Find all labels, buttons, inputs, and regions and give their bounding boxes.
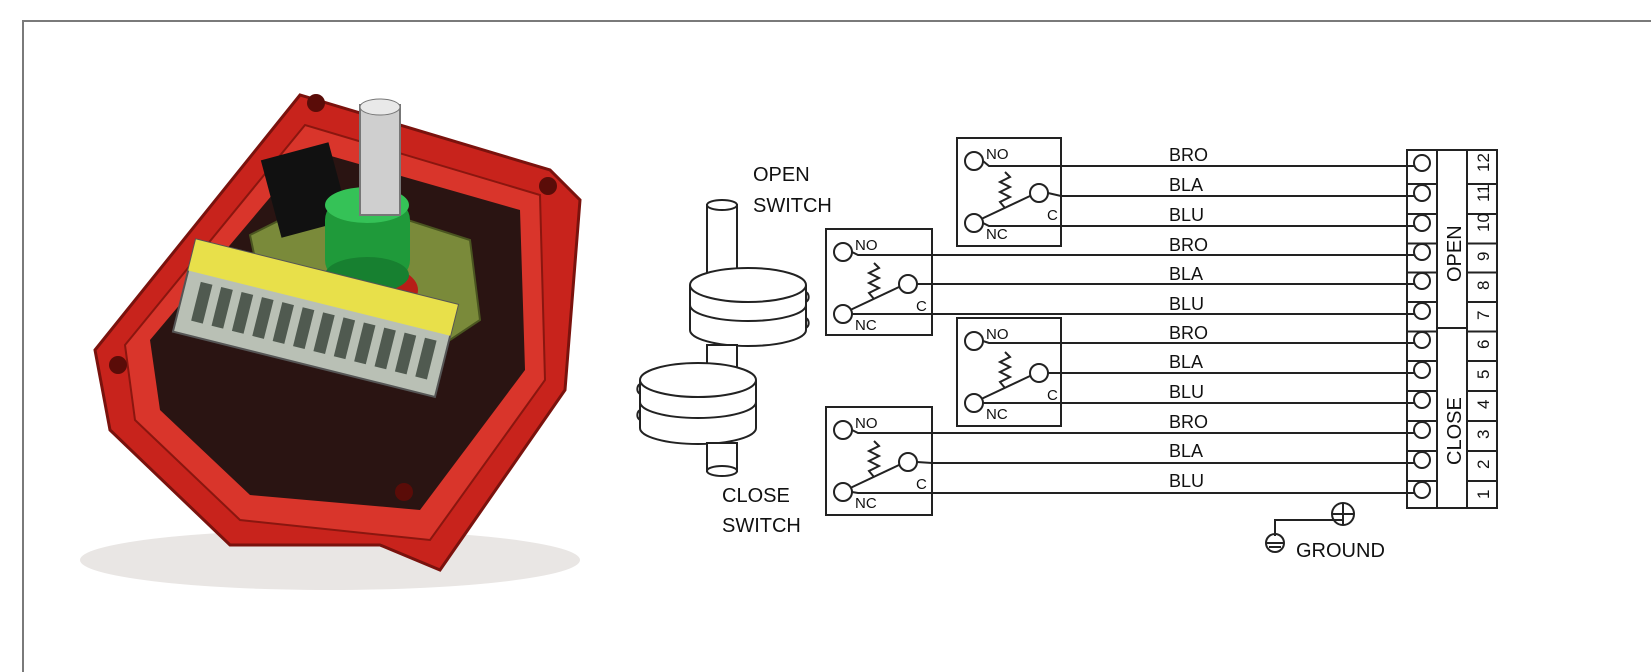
wire-color-label: BLU: [1169, 471, 1204, 491]
terminal-screw: [1413, 421, 1431, 439]
switch-box-photo: [80, 93, 582, 590]
c-label: C: [916, 298, 927, 315]
common-contact: [898, 274, 918, 294]
terminal-screw: [1413, 451, 1431, 469]
wire-color-label: BLA: [1169, 352, 1203, 372]
wire-color-label: BRO: [1169, 235, 1208, 255]
wire: [851, 251, 1418, 256]
no-label: NO: [986, 326, 1009, 343]
figure-frame: [22, 20, 1651, 672]
spring: [866, 440, 882, 478]
wire-color-label: BLA: [1169, 441, 1203, 461]
common-contact: [1029, 363, 1049, 383]
spring: [997, 351, 1013, 389]
wire-color-label: BRO: [1169, 412, 1208, 432]
nc-label: NC: [986, 226, 1008, 243]
wire-color-label: BLU: [1169, 205, 1204, 225]
terminal-number: 11: [1474, 184, 1493, 202]
terminal-number: 9: [1474, 252, 1493, 261]
c-label: C: [1047, 207, 1058, 224]
open-switch-label-line1: OPEN: [753, 164, 810, 186]
switch-box: [825, 228, 933, 336]
terminal-screw: [1413, 391, 1431, 409]
no-contact: [833, 242, 853, 262]
no-contact: [964, 151, 984, 171]
terminal-number: 12: [1474, 153, 1493, 172]
terminal-screw: [1413, 361, 1431, 379]
nc-contact: [833, 304, 853, 324]
nc-label: NC: [855, 495, 877, 512]
terminal-screw: [1413, 481, 1431, 499]
wires: BRO BLA BLU BRO BLA BLU BRO BLA BLU BRO BLA BLU: [851, 145, 1418, 494]
lever: [845, 464, 900, 491]
micro-switch-3: NO C NC: [956, 317, 1062, 427]
terminal-screw: [1413, 243, 1431, 261]
nc-contact: [964, 213, 984, 233]
open-group-label: OPEN: [1444, 225, 1466, 282]
terminal-strip: [1406, 149, 1498, 509]
nc-label: NC: [986, 406, 1008, 423]
open-switch-label-line2: SWITCH: [753, 195, 832, 217]
terminal-screw: [1413, 184, 1431, 202]
terminal-screw: [1413, 214, 1431, 232]
wire: [916, 461, 1418, 464]
common-contact: [1029, 183, 1049, 203]
terminal-number: 2: [1474, 460, 1493, 469]
wire: [851, 491, 1418, 494]
switch-box: [825, 406, 933, 516]
micro-switches: NO C NC NO C NC NO C NC NO C NC: [825, 137, 1062, 516]
terminal-number: 8: [1474, 281, 1493, 290]
no-contact: [833, 420, 853, 440]
terminal-number: 3: [1474, 430, 1493, 439]
spring: [997, 171, 1013, 209]
lever: [976, 195, 1031, 222]
spring: [866, 262, 882, 300]
no-label: NO: [855, 237, 878, 254]
wire: [851, 429, 1418, 434]
terminal-screw: [1413, 302, 1431, 320]
lever: [845, 286, 900, 313]
terminal-screw: [1413, 331, 1431, 349]
wire-color-label: BRO: [1169, 145, 1208, 165]
c-label: C: [1047, 387, 1058, 404]
terminal-number: 1: [1474, 490, 1493, 499]
wire-color-label: BLA: [1169, 175, 1203, 195]
close-switch-label-line1: CLOSE: [722, 485, 790, 507]
ground-symbol: [1265, 502, 1355, 553]
wire: [982, 160, 1418, 167]
no-label: NO: [986, 146, 1009, 163]
terminal-screw: [1413, 154, 1431, 172]
terminal-number: 4: [1474, 400, 1493, 409]
terminal-number: 10: [1474, 213, 1493, 232]
switch-box: [956, 137, 1062, 247]
wire-color-label: BLA: [1169, 264, 1203, 284]
micro-switch-2: NO C NC: [825, 228, 933, 336]
cam-shaft-sketch: [636, 199, 810, 477]
wire-color-label: BRO: [1169, 323, 1208, 343]
wire: [982, 222, 1418, 227]
nc-label: NC: [855, 317, 877, 334]
close-group-label: CLOSE: [1444, 397, 1466, 465]
terminal-number: 7: [1474, 311, 1493, 320]
ground-label: GROUND: [1296, 540, 1385, 562]
nc-contact: [964, 393, 984, 413]
lever: [976, 375, 1031, 402]
terminals: 12 11 10 9 8 7 6 5 4 3 2 1: [1407, 153, 1497, 499]
micro-switch-1: NO C NC: [956, 137, 1062, 247]
micro-switch-4: NO C NC: [825, 406, 933, 516]
wire-color-label: BLU: [1169, 294, 1204, 314]
c-label: C: [916, 476, 927, 493]
terminal-screw: [1413, 272, 1431, 290]
wire: [1047, 192, 1418, 197]
wiring-figure: OPEN SWITCH CLOSE SWITCH NO C NC NO C NC NO C NC…: [80, 93, 1498, 590]
close-switch-label-line2: SWITCH: [722, 515, 801, 537]
no-label: NO: [855, 415, 878, 432]
nc-contact: [833, 482, 853, 502]
wire-color-label: BLU: [1169, 382, 1204, 402]
terminal-number: 5: [1474, 370, 1493, 379]
no-contact: [964, 331, 984, 351]
terminal-number: 6: [1474, 340, 1493, 349]
wire: [982, 340, 1418, 344]
common-contact: [898, 452, 918, 472]
